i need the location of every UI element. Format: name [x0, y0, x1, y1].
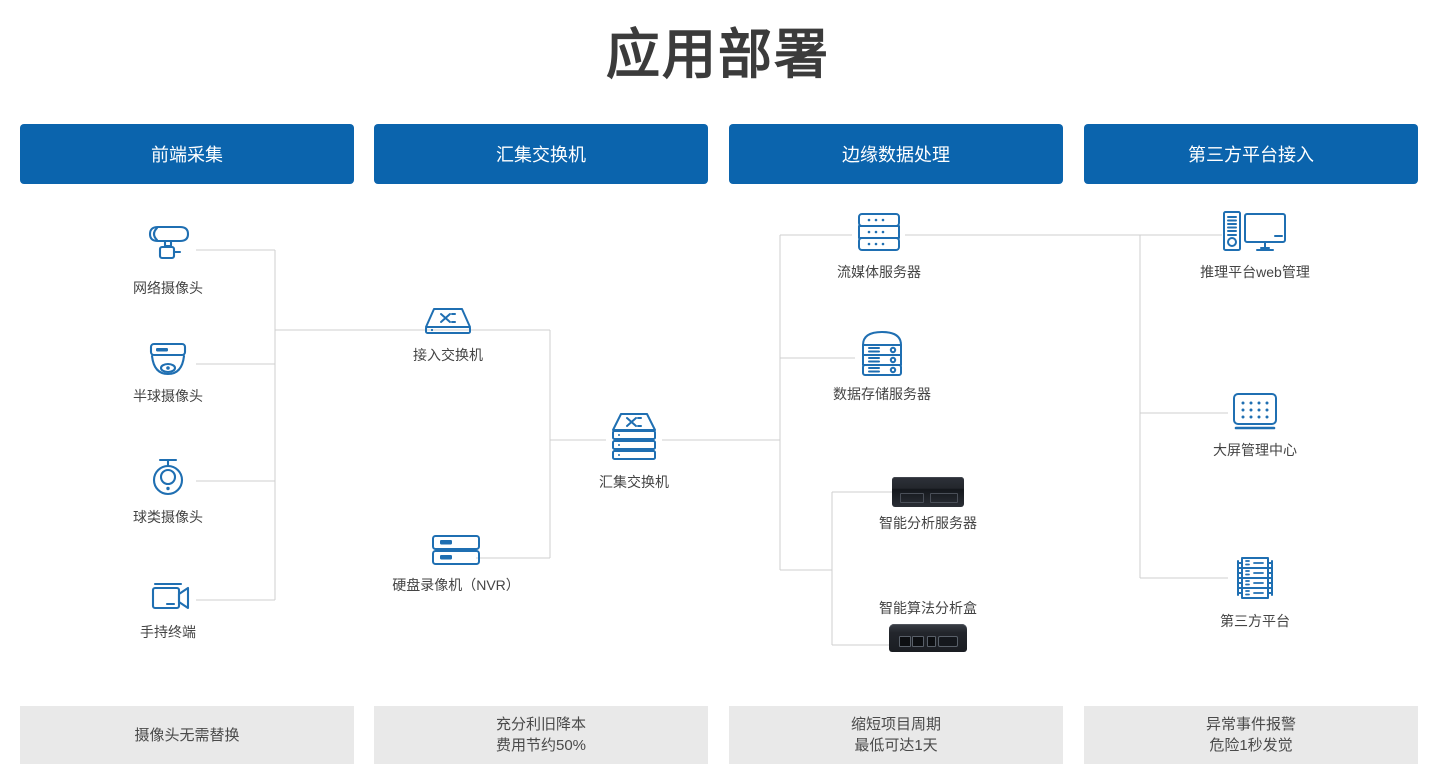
node-storage-server[interactable]: 数据存储服务器	[830, 328, 934, 404]
node-label: 大屏管理中心	[1213, 442, 1297, 458]
footer-aggregation-switch: 充分利旧降本 费用节约50%	[374, 706, 708, 764]
page-title: 应用部署	[606, 25, 830, 85]
node-aggregation-switch[interactable]: 汇集交换机	[582, 410, 686, 492]
footer-line-1: 摄像头无需替换	[134, 726, 240, 744]
node-label: 接入交换机	[413, 347, 483, 363]
column-header-label: 边缘数据处理	[842, 145, 950, 165]
camcorder-icon	[141, 578, 195, 616]
node-label: 硬盘录像机（NVR）	[392, 577, 520, 593]
server-rack-icon	[1226, 555, 1284, 605]
node-algo-box[interactable]: 智能算法分析盒	[875, 598, 981, 652]
node-label: 汇集交换机	[599, 474, 669, 490]
edge-ai-box-photo	[889, 624, 967, 652]
node-label: 智能算法分析盒	[879, 600, 977, 616]
node-stream-server[interactable]: 流媒体服务器	[827, 210, 931, 282]
rackmount-server-photo	[892, 477, 964, 507]
footer-third-party-platform-access: 异常事件报警 危险1秒发觉	[1084, 706, 1418, 764]
desktop-pc-icon	[1220, 208, 1290, 256]
node-label: 推理平台web管理	[1200, 264, 1310, 280]
column-header-band: 前端采集 汇集交换机 边缘数据处理 第三方平台接入	[0, 124, 1436, 184]
column-header-label: 前端采集	[151, 145, 223, 165]
footer-edge-data-processing: 缩短项目周期 最低可达1天	[729, 706, 1063, 764]
node-access-switch[interactable]: 接入交换机	[396, 303, 500, 365]
node-analysis-server[interactable]: 智能分析服务器	[875, 477, 981, 533]
node-label: 半球摄像头	[133, 388, 203, 404]
node-label: 智能分析服务器	[879, 515, 977, 531]
rack-server-icon	[852, 210, 906, 256]
storage-server-icon	[854, 328, 910, 378]
footer-line-1: 异常事件报警	[1205, 716, 1296, 733]
video-wall-icon	[1227, 390, 1283, 434]
footer-line-1: 充分利旧降本	[495, 716, 586, 733]
node-video-wall[interactable]: 大屏管理中心	[1203, 390, 1307, 460]
column-header-third-party-platform-access: 第三方平台接入	[1084, 124, 1418, 184]
column-header-label: 汇集交换机	[496, 145, 586, 165]
nvr-icon	[425, 531, 487, 569]
ptz-camera-icon	[142, 455, 194, 501]
node-domecam[interactable]: 半球摄像头	[118, 340, 218, 406]
node-label: 球类摄像头	[133, 509, 203, 525]
node-ipcam[interactable]: 网络摄像头	[118, 222, 218, 298]
column-header-front-end-capture: 前端采集	[20, 124, 354, 184]
footer-line-2: 费用节约50%	[495, 737, 587, 754]
node-handheld[interactable]: 手持终端	[118, 578, 218, 642]
bullet-camera-icon	[140, 222, 196, 272]
node-nvr[interactable]: 硬盘录像机（NVR）	[388, 531, 524, 595]
stacked-switch-icon	[603, 410, 665, 466]
dome-camera-icon	[140, 340, 196, 380]
node-label: 流媒体服务器	[837, 264, 921, 280]
node-ptzcam[interactable]: 球类摄像头	[118, 455, 218, 527]
node-web-mgmt[interactable]: 推理平台web管理	[1188, 208, 1322, 282]
column-header-aggregation-switch: 汇集交换机	[374, 124, 708, 184]
node-label: 网络摄像头	[133, 280, 203, 296]
node-label: 手持终端	[140, 624, 196, 640]
node-label: 第三方平台	[1220, 613, 1290, 629]
footer-band: 摄像头无需替换 充分利旧降本 费用节约50% 缩短项目周期 最低可达1天 异常事…	[0, 706, 1436, 764]
footer-line-2: 最低可达1天	[854, 737, 938, 754]
footer-front-end-capture: 摄像头无需替换	[20, 706, 354, 764]
footer-line-1: 缩短项目周期	[850, 716, 941, 733]
node-third-party[interactable]: 第三方平台	[1203, 555, 1307, 631]
switch-icon	[419, 303, 477, 339]
node-label: 数据存储服务器	[833, 386, 931, 402]
footer-line-2: 危险1秒发觉	[1209, 737, 1293, 754]
column-header-edge-data-processing: 边缘数据处理	[729, 124, 1063, 184]
column-header-label: 第三方平台接入	[1188, 145, 1314, 165]
